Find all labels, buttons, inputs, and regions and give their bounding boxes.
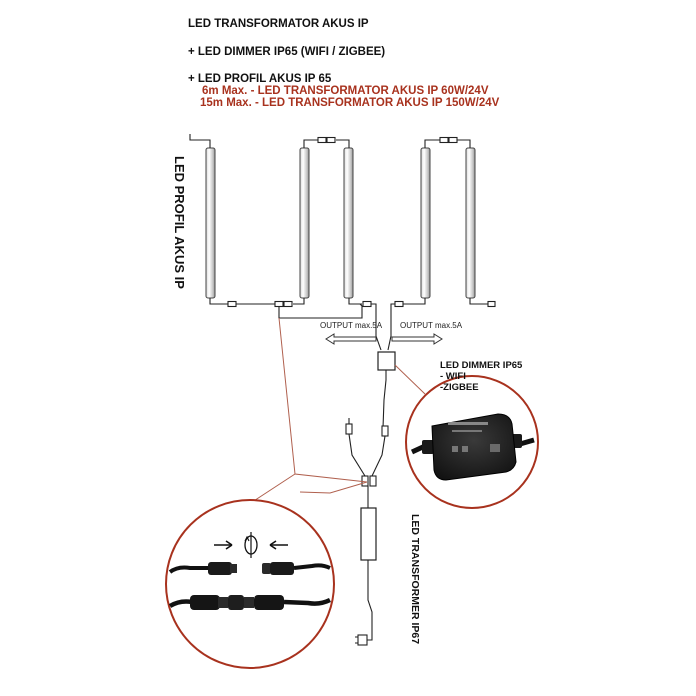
led-profile-2 [299, 147, 310, 299]
output-label-right: OUTPUT max.5A [400, 321, 463, 330]
spec-150w: 15m Max. - LED TRANSFORMATOR AKUS IP 150… [200, 97, 500, 109]
output-arrow-left [325, 333, 377, 345]
transformer-box [355, 507, 377, 646]
dimmer-detail-circle [405, 375, 539, 509]
output-label-left: OUTPUT max.5A [320, 321, 383, 330]
dimmer-box [377, 351, 396, 429]
led-profile-5 [465, 147, 476, 299]
transformer-label: LED TRANSFORMER IP67 [409, 514, 421, 645]
led-profile-1 [205, 147, 216, 299]
title-line-1: LED TRANSFORMATOR AKUS IP [188, 18, 369, 30]
led-profile-3 [343, 147, 354, 299]
output-arrow-right [391, 333, 443, 345]
dimmer-zigbee: -ZIGBEE [440, 382, 479, 393]
title-line-3: + LED PROFIL AKUS IP 65 [188, 73, 332, 85]
dimmer-wifi: - WIFI [440, 371, 466, 382]
dimmer-title: LED DIMMER IP65 [440, 360, 523, 371]
connector-detail-circle [165, 499, 335, 669]
split-wires [345, 418, 389, 508]
bottom-wires [209, 298, 496, 351]
profile-label: LED PROFIL AKUS IP [172, 156, 187, 289]
spec-60w: 6m Max. - LED TRANSFORMATOR AKUS IP 60W/… [202, 85, 489, 97]
top-wires [189, 134, 471, 148]
led-profile-4 [420, 147, 431, 299]
title-line-2: + LED DIMMER IP65 (WIFI / ZIGBEE) [188, 46, 386, 58]
callout-lines [239, 317, 426, 511]
